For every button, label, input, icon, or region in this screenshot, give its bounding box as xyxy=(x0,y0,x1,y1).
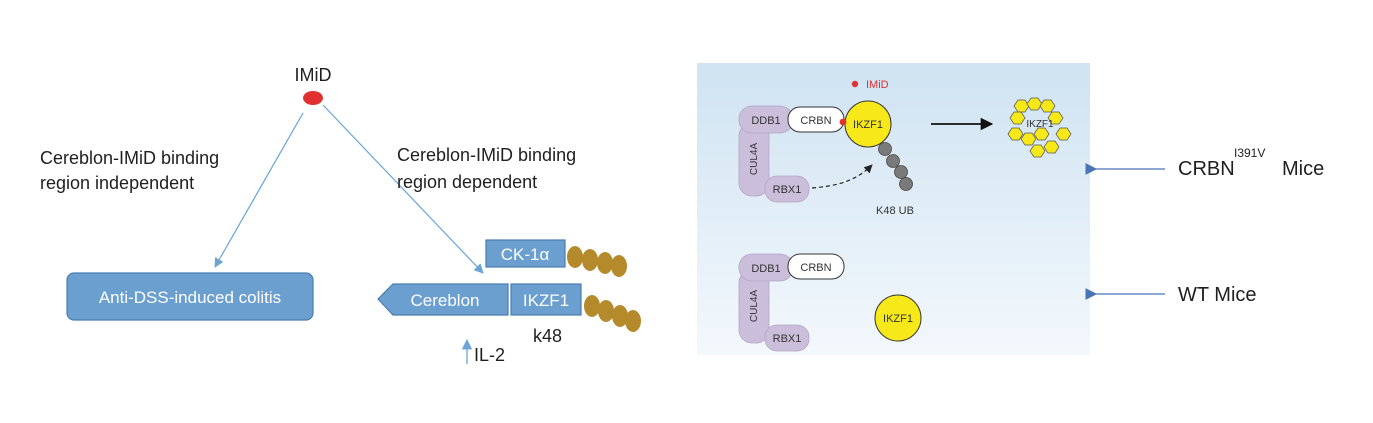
rbx1-subunit xyxy=(764,175,810,203)
dependent-label-line1: Cereblon-IMiD binding xyxy=(397,145,576,165)
crbn-mice-suffix: Mice xyxy=(1282,158,1324,180)
fragment-hexagon xyxy=(1029,144,1046,158)
ubiquitin-bead xyxy=(567,246,583,268)
dependent-label-line2: region dependent xyxy=(397,172,537,192)
fragment-hexagon xyxy=(1039,99,1056,113)
independent-label-line1: Cereblon-IMiD binding xyxy=(40,148,219,168)
ikzf1-free xyxy=(874,294,922,342)
crbn-mice-label: CRBN xyxy=(1178,158,1235,180)
crbn-main: CRBN xyxy=(1178,158,1235,180)
right-panel: IMiD CUL4A DDB1 RBX1 CRBN IKZF1 xyxy=(697,63,1090,355)
crbn-subunit xyxy=(787,253,845,280)
cereblon-box xyxy=(377,283,509,316)
ddb1-label: DDB1 xyxy=(751,115,780,127)
fragment-hexagon xyxy=(1043,140,1060,154)
cul4a-label: CUL4A xyxy=(749,143,760,176)
k48-ub-chain xyxy=(878,142,913,191)
rbx1-label: RBX1 xyxy=(773,333,802,345)
imid-label: IMiD xyxy=(295,65,332,85)
ikzf1-free-label: IKZF1 xyxy=(883,313,913,325)
imid-bound-dot xyxy=(839,118,847,126)
mouse-labels: CRBN I391V Mice WT Mice xyxy=(1085,146,1324,306)
ck1a-ubiquitin-chain xyxy=(567,246,627,277)
fragment-hexagon xyxy=(1047,111,1064,125)
dependent-arrow xyxy=(322,104,484,274)
rbx1-subunit xyxy=(764,324,810,352)
ubiquitin-bead xyxy=(597,252,613,274)
fragment-hexagon xyxy=(1020,132,1037,146)
rbx1-label: RBX1 xyxy=(773,184,802,196)
ubiquitin-bead xyxy=(598,300,614,322)
imid-dot xyxy=(303,91,323,105)
crbn-label: CRBN xyxy=(800,115,831,127)
fragment-hexagon xyxy=(1033,127,1050,141)
ubiquitin-bead xyxy=(612,305,628,327)
ubiquitin-bead xyxy=(625,310,641,332)
k48-label: k48 xyxy=(533,326,562,346)
il2-label: IL-2 xyxy=(474,345,505,365)
degraded-ikzf1-fragments: IKZF1 xyxy=(1007,97,1072,158)
fragment-hexagon xyxy=(1007,127,1024,141)
ck1a-box xyxy=(485,239,566,268)
ub-bead xyxy=(886,154,900,168)
ddb1-label: DDB1 xyxy=(751,263,780,275)
ubiquitination-arrow xyxy=(811,164,873,189)
imid-legend-label: IMiD xyxy=(866,79,889,91)
crbn-superscript: I391V xyxy=(1234,146,1265,160)
independent-label-line2: region independent xyxy=(40,173,194,193)
ubiquitin-bead xyxy=(611,255,627,277)
degraded-ikzf1-label: IKZF1 xyxy=(1026,119,1054,130)
k48-ub-label: K48 UB xyxy=(876,205,914,217)
ub-bead xyxy=(894,165,908,179)
imid-legend-dot xyxy=(851,80,859,88)
crbn-label: CRBN xyxy=(800,262,831,274)
ikzf1-ubiquitin-chain xyxy=(584,295,641,332)
fragment-hexagon xyxy=(1055,127,1072,141)
ub-bead xyxy=(899,177,913,191)
ikzf1-label: IKZF1 xyxy=(523,291,569,310)
cereblon-label: Cereblon xyxy=(411,291,480,310)
colitis-box xyxy=(66,272,314,321)
fragment-hexagon xyxy=(1009,111,1026,125)
ubiquitin-bead xyxy=(582,249,598,271)
ub-bead xyxy=(878,142,892,156)
wt-mice-label: WT Mice xyxy=(1178,284,1257,306)
bottom-complex: CUL4A DDB1 RBX1 CRBN IKZF1 xyxy=(738,253,922,352)
colitis-label: Anti-DSS-induced colitis xyxy=(99,288,281,307)
left-panel: IMiD Cereblon-IMiD binding region indepe… xyxy=(40,65,641,365)
top-complex: CUL4A DDB1 RBX1 CRBN IKZF1 xyxy=(738,97,1072,217)
ubiquitin-bead xyxy=(584,295,600,317)
ck1a-label: CK-1α xyxy=(501,245,550,264)
independent-arrow xyxy=(214,112,304,268)
ikzf1-bound-label: IKZF1 xyxy=(853,119,883,131)
cul4a-label: CUL4A xyxy=(749,290,760,323)
ikzf1-box xyxy=(510,283,582,316)
